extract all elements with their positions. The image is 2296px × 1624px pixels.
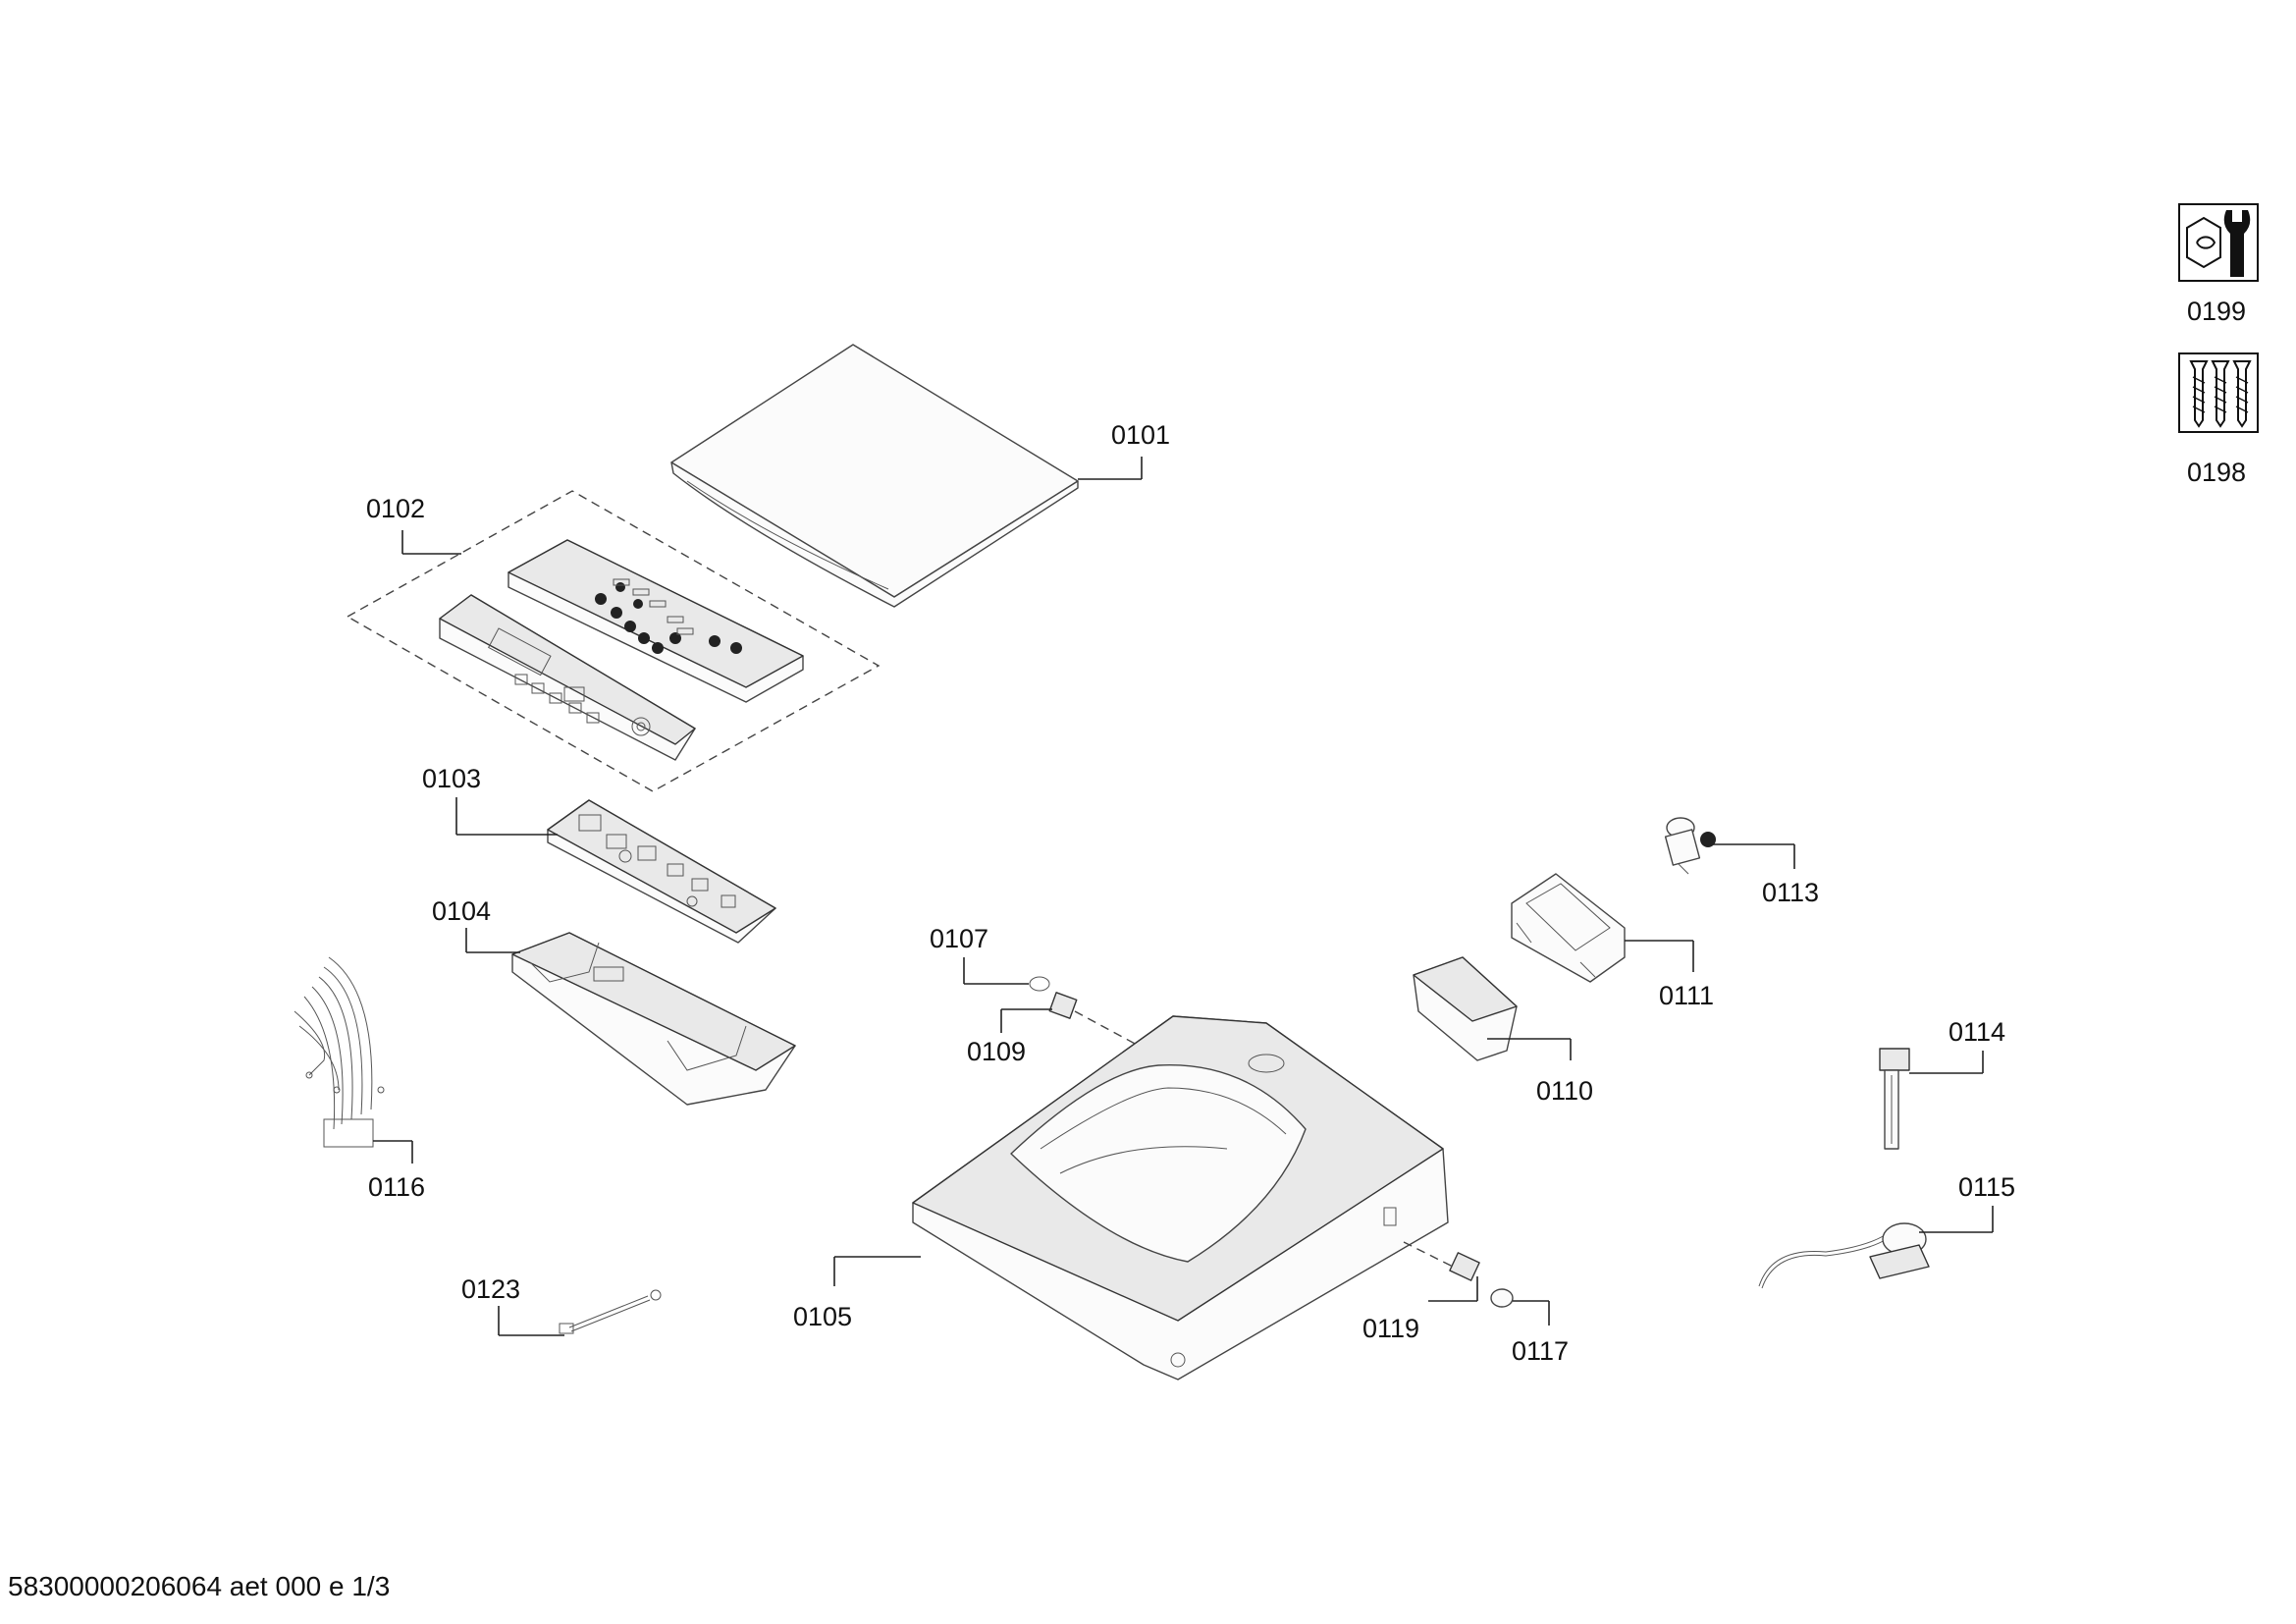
callout-0109: 0109 [967,1037,1026,1066]
part-0123-ground-cable [498,1289,662,1336]
callout-0119: 0119 [1362,1314,1419,1343]
screws-set-icon-group: 0198 [2178,352,2259,487]
callout-0102: 0102 [366,494,425,523]
callout-0110: 0110 [1536,1076,1593,1106]
document-id-footer: 58300000206064 aet 000 e 1/3 [8,1571,391,1601]
part-0102-control-panel [346,490,881,792]
part-0107-seal [963,957,1050,992]
callout-0105: 0105 [793,1302,852,1331]
part-0101-lid [670,344,1143,608]
part-0119-bushing [1403,1241,1480,1302]
part-0105-top-frame [833,1015,1449,1380]
part-0117-plug [1490,1288,1550,1326]
part-0114-lid-lock [1879,1048,1984,1150]
part-0109-grommet [1000,992,1140,1047]
callout-0104: 0104 [432,896,491,926]
tools-label: 0199 [2187,297,2246,326]
callout-0107: 0107 [930,924,988,953]
callout-0111: 0111 [1659,981,1714,1010]
part-0103-electronic-module [455,797,776,944]
part-0104-module-carrier [465,928,796,1106]
callout-0115: 0115 [1958,1172,2015,1202]
callout-0101: 0101 [1111,420,1170,450]
callout-0103: 0103 [422,764,481,793]
part-0110-detergent-drawer [1413,956,1572,1061]
part-0111-drawer-housing [1511,873,1694,983]
part-0115-pressure-switch [1758,1206,1994,1289]
callout-0114: 0114 [1949,1017,2005,1047]
callout-0113: 0113 [1762,878,1819,907]
tools-set-icon-group: 0199 [2178,203,2259,326]
callout-0123: 0123 [461,1274,520,1304]
part-0116-wiring-harness [294,956,413,1164]
callout-0117: 0117 [1512,1336,1569,1366]
screws-label: 0198 [2187,458,2246,487]
part-0113-inlet-valve [1664,817,1795,875]
panel-buttons [595,582,742,654]
callout-0116: 0116 [368,1172,425,1202]
